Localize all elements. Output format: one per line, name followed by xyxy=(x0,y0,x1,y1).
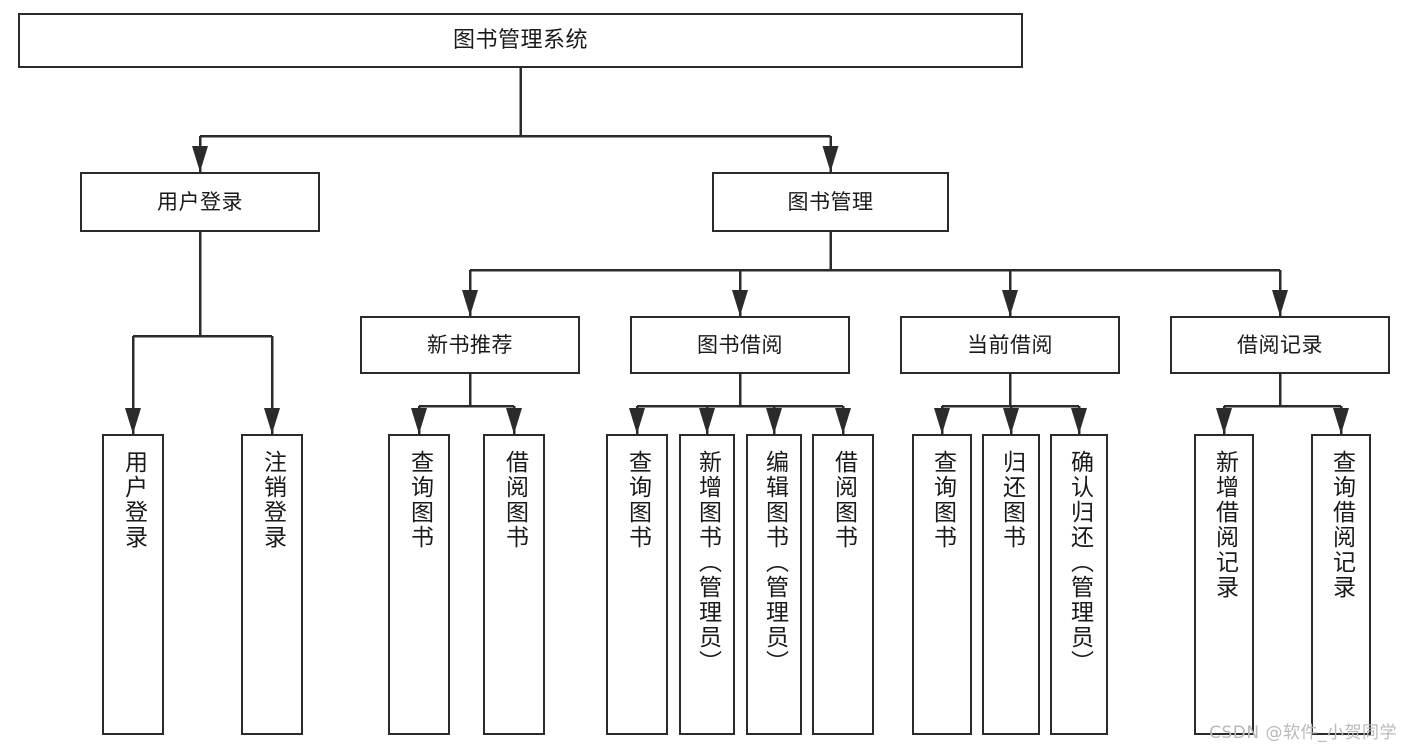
node-borrow-record[interactable]: 借阅记录 xyxy=(1170,316,1390,374)
node-current-borrow[interactable]: 当前借阅 xyxy=(900,316,1120,374)
node-leaf-query-book-2[interactable]: 查询图书 xyxy=(606,434,668,735)
node-leaf-borrow-book-2[interactable]: 借阅图书 xyxy=(812,434,874,735)
node-leaf-query-book-1-label: 查询图书 xyxy=(406,450,433,550)
node-leaf-borrow-book-2-label: 借阅图书 xyxy=(830,450,857,550)
node-leaf-user-login-label: 用户登录 xyxy=(120,450,147,550)
node-new-book-rec-label: 新书推荐 xyxy=(427,332,513,357)
node-leaf-confirm-return[interactable]: 确认归还（管理员） xyxy=(1050,434,1108,735)
node-borrow-record-label: 借阅记录 xyxy=(1237,332,1323,357)
node-leaf-user-login[interactable]: 用户登录 xyxy=(102,434,164,735)
node-leaf-add-book[interactable]: 新增图书（管理员） xyxy=(679,434,735,735)
watermark-text: CSDN @软件_小贺同学 xyxy=(1209,723,1397,743)
node-root[interactable]: 图书管理系统 xyxy=(18,13,1023,68)
node-current-borrow-label: 当前借阅 xyxy=(967,332,1053,357)
node-new-book-rec[interactable]: 新书推荐 xyxy=(360,316,580,374)
node-leaf-return-book-label: 归还图书 xyxy=(998,450,1025,550)
node-user-login-label: 用户登录 xyxy=(157,189,243,214)
node-root-label: 图书管理系统 xyxy=(452,27,588,53)
node-leaf-add-book-label: 新增图书（管理员） xyxy=(694,450,721,675)
node-book-manage[interactable]: 图书管理 xyxy=(712,172,949,232)
node-leaf-add-record[interactable]: 新增借阅记录 xyxy=(1194,434,1254,735)
node-leaf-query-record-label: 查询借阅记录 xyxy=(1328,450,1355,600)
node-book-manage-label: 图书管理 xyxy=(787,189,874,214)
node-leaf-return-book[interactable]: 归还图书 xyxy=(982,434,1040,735)
node-leaf-query-book-3-label: 查询图书 xyxy=(929,450,956,550)
node-leaf-logout[interactable]: 注销登录 xyxy=(241,434,303,735)
node-user-login[interactable]: 用户登录 xyxy=(80,172,320,232)
node-leaf-edit-book[interactable]: 编辑图书（管理员） xyxy=(746,434,802,735)
node-leaf-confirm-return-label: 确认归还（管理员） xyxy=(1066,450,1093,675)
node-leaf-borrow-book-1[interactable]: 借阅图书 xyxy=(483,434,545,735)
node-leaf-query-record[interactable]: 查询借阅记录 xyxy=(1311,434,1371,735)
node-leaf-add-record-label: 新增借阅记录 xyxy=(1211,450,1238,600)
node-leaf-query-book-2-label: 查询图书 xyxy=(624,450,651,550)
node-leaf-logout-label: 注销登录 xyxy=(259,450,286,550)
node-leaf-query-book-3[interactable]: 查询图书 xyxy=(912,434,972,735)
node-book-borrow-label: 图书借阅 xyxy=(697,332,783,357)
node-leaf-borrow-book-1-label: 借阅图书 xyxy=(501,450,528,550)
node-book-borrow[interactable]: 图书借阅 xyxy=(630,316,850,374)
node-leaf-edit-book-label: 编辑图书（管理员） xyxy=(761,450,788,675)
node-leaf-query-book-1[interactable]: 查询图书 xyxy=(388,434,450,735)
